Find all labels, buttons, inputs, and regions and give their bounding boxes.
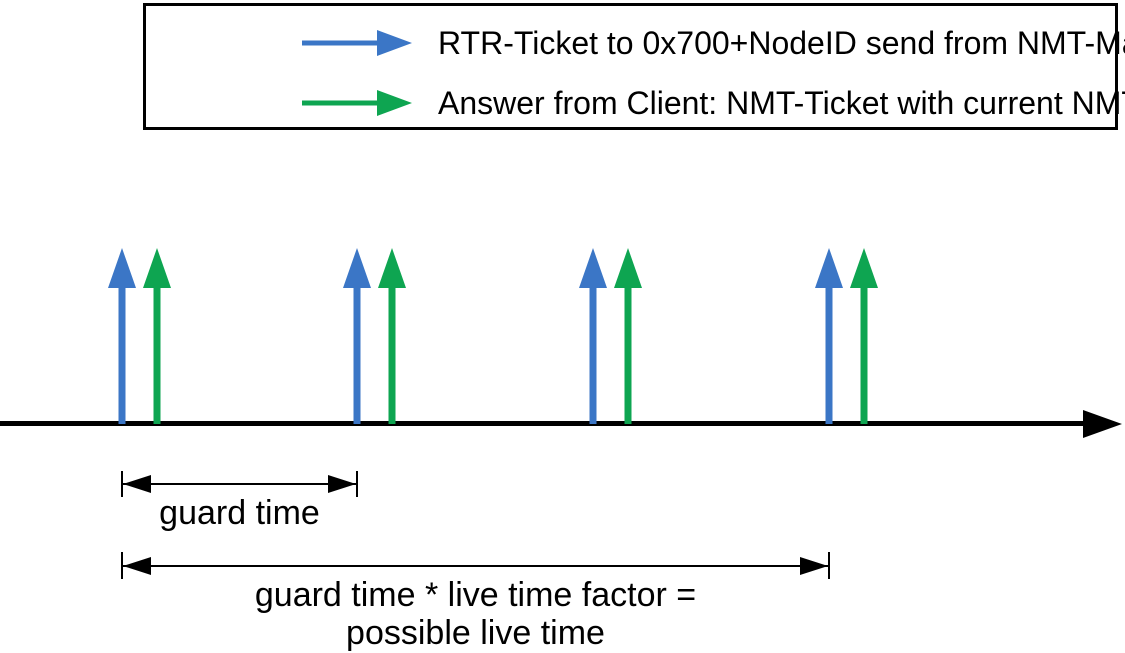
arrow-shape xyxy=(378,248,406,424)
guard-time-dimension-line xyxy=(122,483,357,485)
rtr-ticket-event-arrow-icon xyxy=(579,248,607,424)
live-time-arrowhead-right-icon xyxy=(800,557,828,575)
arrow-shape xyxy=(815,248,843,424)
legend-box: RTR-Ticket to 0x700+NodeID send from NMT… xyxy=(143,3,1125,130)
answer-arrow-icon xyxy=(302,90,412,116)
live-time-label: guard time * live time factor = possible… xyxy=(122,576,829,652)
rtr-ticket-event-arrow-icon xyxy=(343,248,371,424)
legend-label-rtr-ticket: RTR-Ticket to 0x700+NodeID send from NMT… xyxy=(438,25,1125,61)
live-time-label-line2: possible live time xyxy=(346,614,605,652)
answer-event-arrow-icon xyxy=(143,248,171,424)
rtr-ticket-arrow-shape xyxy=(302,30,412,56)
guard-time-tick-right xyxy=(356,471,358,497)
rtr-ticket-event-arrow-icon xyxy=(815,248,843,424)
live-time-label-line1: guard time * live time factor = xyxy=(254,576,697,614)
arrow-shape xyxy=(108,248,136,424)
rtr-ticket-arrow-icon xyxy=(302,30,412,56)
guard-time-label: guard time xyxy=(159,494,320,532)
live-time-tick-right xyxy=(828,552,830,579)
answer-event-arrow-icon xyxy=(850,248,878,424)
time-axis-arrowhead-icon xyxy=(1083,410,1122,438)
answer-arrow-shape xyxy=(302,90,412,116)
legend-label-answer: Answer from Client: NMT-Ticket with curr… xyxy=(438,85,1125,121)
arrow-shape xyxy=(579,248,607,424)
arrow-shape xyxy=(343,248,371,424)
time-axis-line xyxy=(0,421,1090,426)
guard-time-arrowhead-right-icon xyxy=(328,475,356,493)
arrow-shape xyxy=(850,248,878,424)
rtr-ticket-event-arrow-icon xyxy=(108,248,136,424)
answer-event-arrow-icon xyxy=(614,248,642,424)
live-time-dimension-line xyxy=(122,565,829,567)
guard-time-arrowhead-left-icon xyxy=(123,475,151,493)
arrow-shape xyxy=(143,248,171,424)
arrow-shape xyxy=(614,248,642,424)
answer-event-arrow-icon xyxy=(378,248,406,424)
live-time-arrowhead-left-icon xyxy=(123,557,151,575)
